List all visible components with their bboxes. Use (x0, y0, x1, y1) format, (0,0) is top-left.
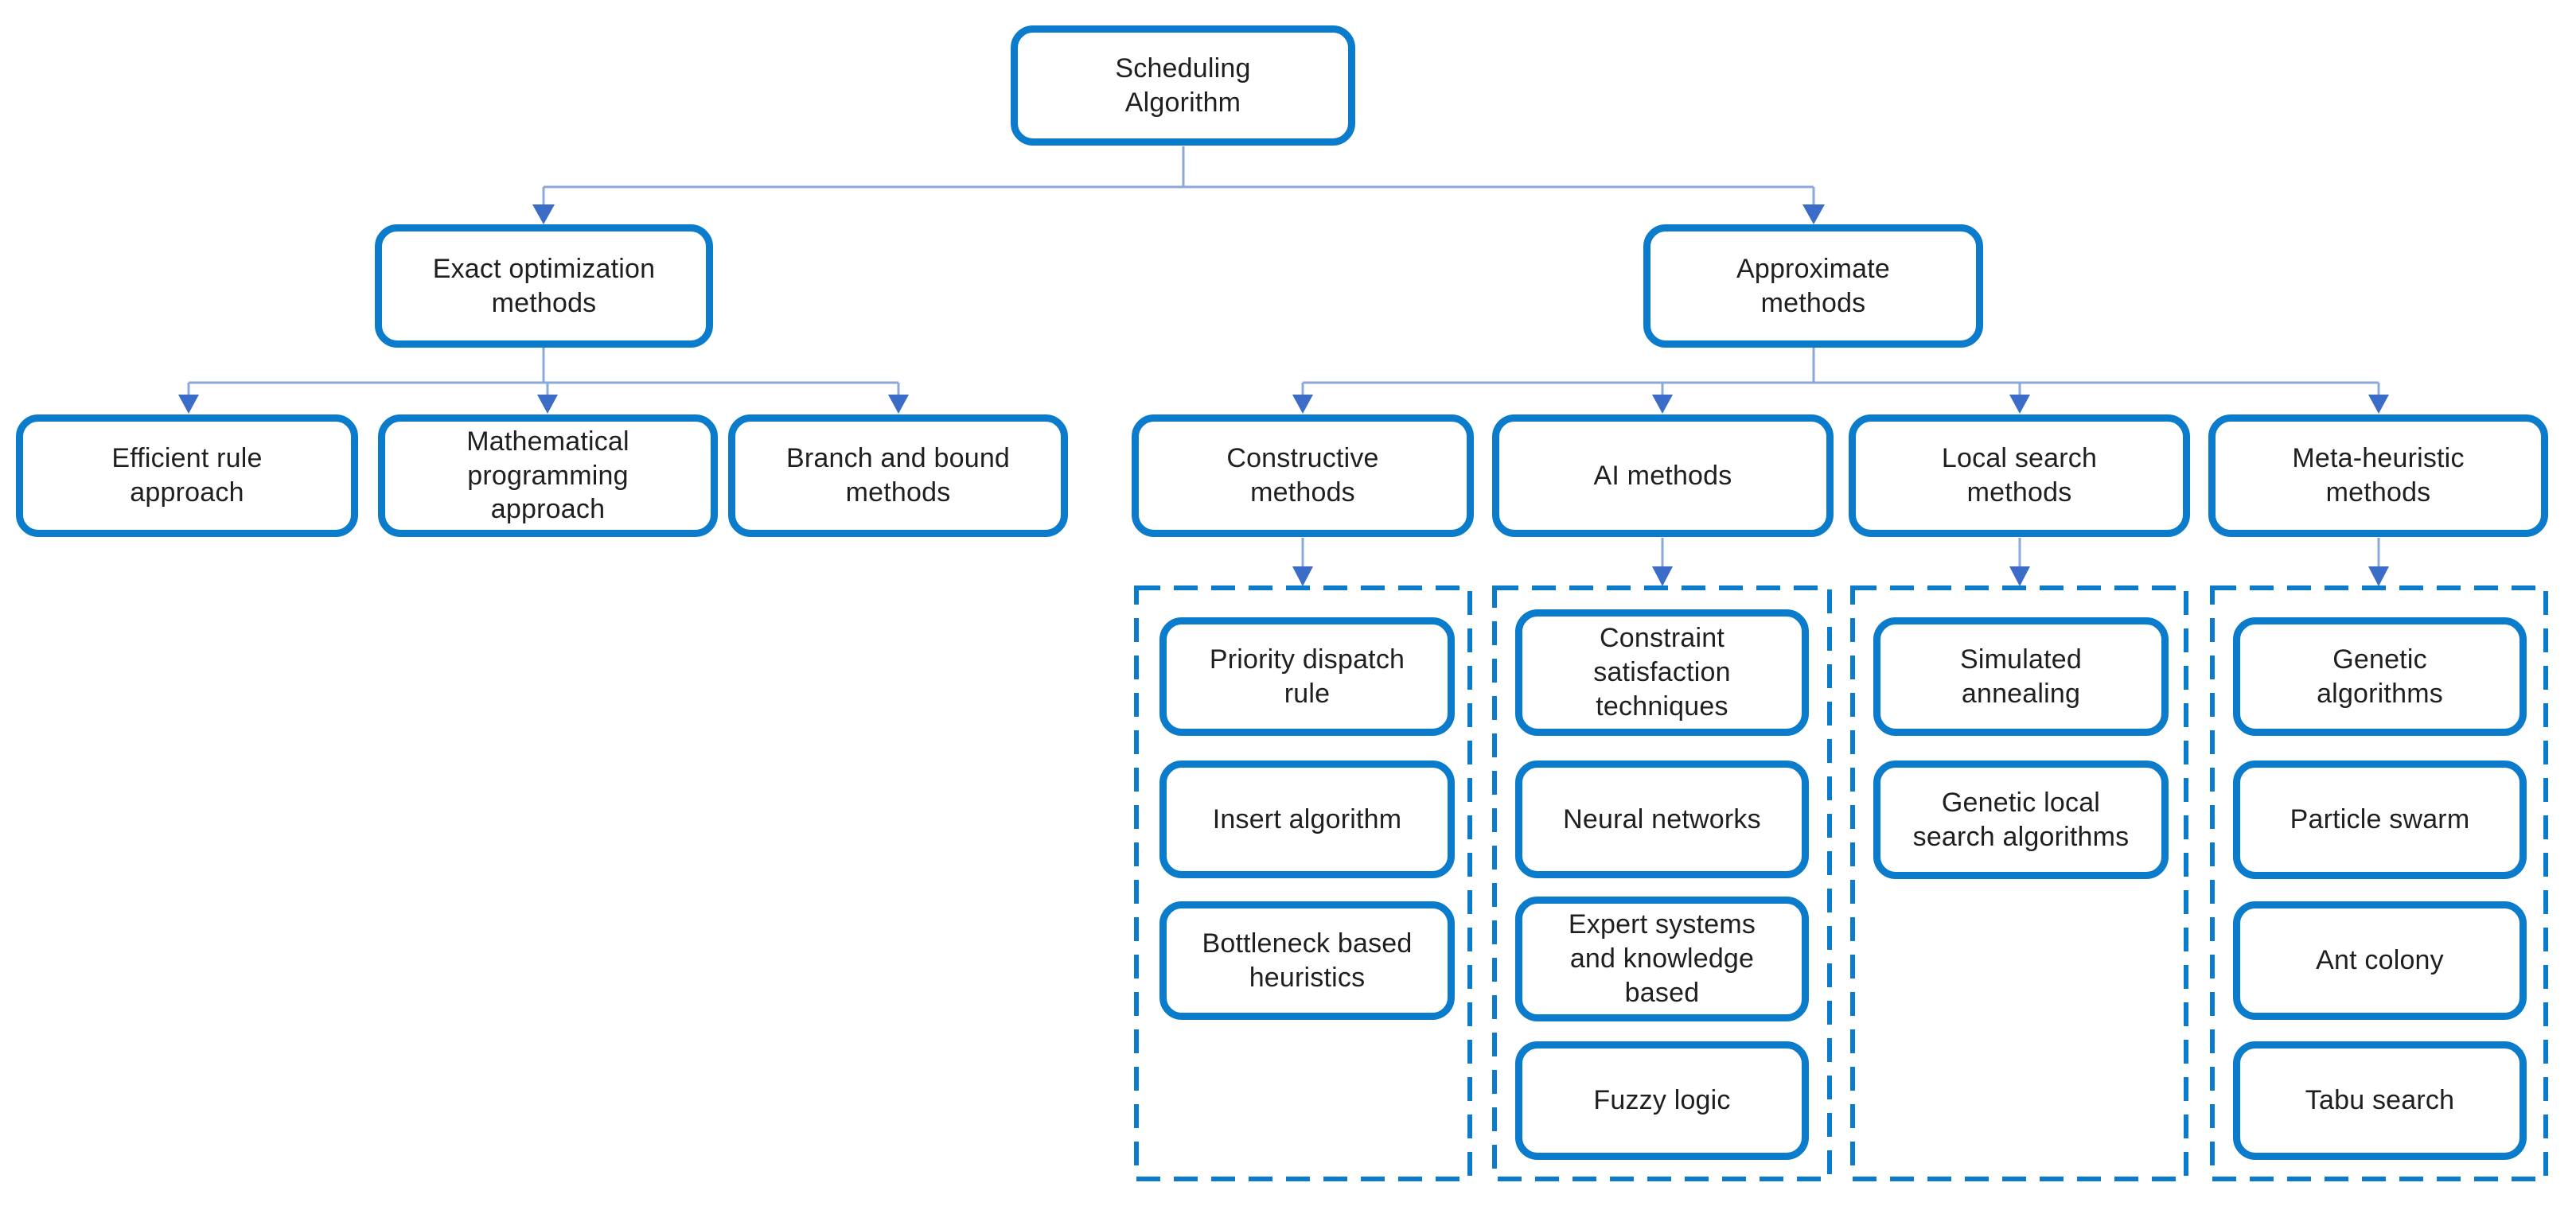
node-exact-optimization-methods-label: Exact optimization methods (432, 253, 656, 318)
node-approximate-methods: Approximate methods (1643, 224, 1983, 348)
leaf-neural-networks: Neural networks (1515, 761, 1809, 878)
node-mathematical-programming-approach-label: Mathematical programming approach (466, 426, 629, 525)
node-local-search-methods: Local search methods (1849, 414, 2190, 537)
ai-group-outline (1492, 585, 1832, 1181)
leaf-ant-colony-label: Ant colony (2316, 945, 2444, 976)
leaf-simulated-annealing-label: Simulated annealing (1960, 644, 2082, 709)
arrowhead-meta-group (2368, 566, 2389, 586)
arrowhead-mathprog (537, 395, 558, 414)
arrowhead-exact (532, 204, 555, 224)
constructive-group-outline (1134, 585, 1472, 1181)
node-branch-and-bound-methods-label: Branch and bound methods (785, 443, 1011, 508)
node-exact-optimization-methods: Exact optimization methods (375, 224, 713, 348)
leaf-ant-colony: Ant colony (2233, 901, 2527, 1020)
arrowhead-ai-group (1652, 566, 1673, 586)
leaf-genetic-algorithms: Genetic algorithms (2233, 617, 2527, 736)
leaf-fuzzy-logic: Fuzzy logic (1515, 1041, 1809, 1160)
arrowhead-branch (888, 395, 909, 414)
leaf-neural-networks-label: Neural networks (1563, 803, 1761, 834)
node-local-search-methods-label: Local search methods (1941, 443, 2098, 508)
leaf-bottleneck-based-heuristics: Bottleneck based heuristics (1159, 901, 1455, 1020)
node-efficient-rule-approach: Efficient rule approach (16, 414, 358, 537)
node-scheduling-algorithm: Scheduling Algorithm (1011, 25, 1355, 146)
leaf-genetic-algorithms-label: Genetic algorithms (2317, 644, 2443, 709)
leaf-bottleneck-based-heuristics-label: Bottleneck based heuristics (1202, 928, 1413, 993)
node-meta-heuristic-methods-label: Meta-heuristic methods (2292, 443, 2465, 508)
meta-group-outline (2210, 585, 2548, 1181)
node-branch-and-bound-methods: Branch and bound methods (728, 414, 1068, 537)
leaf-particle-swarm-label: Particle swarm (2290, 804, 2470, 835)
node-approximate-methods-label: Approximate methods (1736, 253, 1891, 318)
leaf-particle-swarm: Particle swarm (2233, 761, 2527, 879)
local-group-outline (1850, 585, 2188, 1181)
node-scheduling-algorithm-label: Scheduling Algorithm (1115, 53, 1251, 118)
arrowhead-efficient (178, 395, 199, 414)
arrowhead-local (2009, 395, 2030, 414)
node-mathematical-programming-approach: Mathematical programming approach (378, 414, 718, 537)
node-ai-methods: AI methods (1492, 414, 1834, 537)
leaf-tabu-search-label: Tabu search (2305, 1085, 2455, 1116)
arrowhead-constructive-group (1292, 566, 1313, 586)
leaf-tabu-search: Tabu search (2233, 1041, 2527, 1160)
arrowhead-approx (1802, 204, 1825, 224)
arrowhead-local-group (2009, 566, 2030, 586)
leaf-constraint-satisfaction-techniques: Constraint satisfaction techniques (1515, 609, 1809, 736)
leaf-insert-algorithm: Insert algorithm (1159, 761, 1455, 878)
leaf-fuzzy-logic-label: Fuzzy logic (1593, 1085, 1731, 1116)
node-ai-methods-label: AI methods (1593, 460, 1732, 491)
leaf-expert-systems-knowledge-based-label: Expert systems and knowledge based (1568, 909, 1756, 1008)
node-efficient-rule-approach-label: Efficient rule approach (111, 443, 263, 508)
leaf-priority-dispatch-rule: Priority dispatch rule (1159, 617, 1455, 736)
leaf-expert-systems-knowledge-based: Expert systems and knowledge based (1515, 897, 1809, 1021)
arrowhead-meta (2368, 395, 2389, 414)
leaf-genetic-local-search-algorithms-label: Genetic local search algorithms (1912, 787, 2130, 852)
leaf-constraint-satisfaction-techniques-label: Constraint satisfaction techniques (1593, 623, 1731, 722)
leaf-genetic-local-search-algorithms: Genetic local search algorithms (1873, 761, 2169, 879)
node-constructive-methods: Constructive methods (1132, 414, 1474, 537)
node-constructive-methods-label: Constructive methods (1226, 443, 1379, 508)
leaf-simulated-annealing: Simulated annealing (1873, 617, 2169, 736)
leaf-priority-dispatch-rule-label: Priority dispatch rule (1209, 644, 1405, 709)
arrowhead-constructive (1292, 395, 1313, 414)
arrowhead-ai (1652, 395, 1673, 414)
leaf-insert-algorithm-label: Insert algorithm (1212, 803, 1402, 834)
node-meta-heuristic-methods: Meta-heuristic methods (2208, 414, 2548, 537)
